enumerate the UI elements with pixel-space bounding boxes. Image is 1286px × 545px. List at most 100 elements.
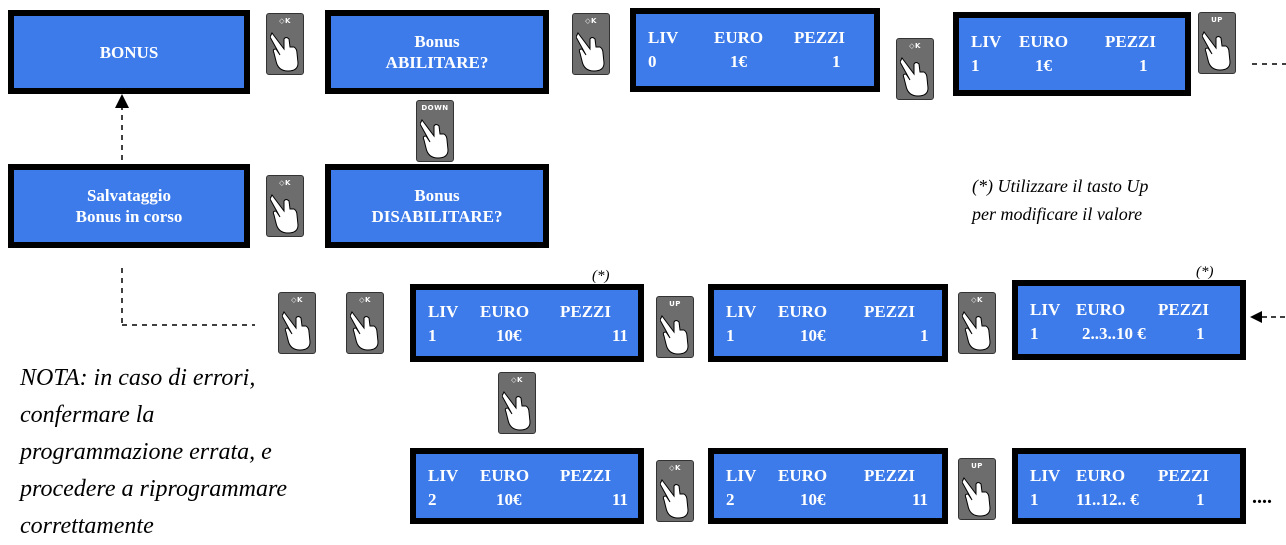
col-header-pezzi: PEZZI [864,466,916,485]
col-header-liv: LIV [428,466,459,485]
screen-level-1: LIV EURO PEZZI 1 1€ 1 [953,12,1191,96]
nota-line: confermare la [20,402,155,428]
screen-line: DISABILITARE? [371,207,503,226]
screen-level-1-euro-edit: LIV EURO PEZZI 1 2..3..10 € 1 [1012,280,1246,360]
key-label: ◇K [971,296,983,304]
screen-line: Bonus [414,186,460,205]
key-label: ◇K [585,17,597,25]
col-header-euro: EURO [1076,300,1126,319]
hint-line: per modificare il valore [972,204,1143,224]
value-euro: 10€ [800,326,826,345]
col-header-liv: LIV [1030,466,1061,485]
screen-salvataggio: Salvataggio Bonus in corso [8,164,250,248]
key-label: ◇K [291,296,303,304]
screen-line: Bonus [414,32,460,51]
col-header-pezzi: PEZZI [560,302,612,321]
value-pezzi: 1 [1196,490,1205,509]
col-header-pezzi: PEZZI [560,466,612,485]
hand-icon [962,311,991,351]
hint-note: (*) Utilizzare il tasto Up per modificar… [972,172,1148,228]
screen-level-2-b: LIV EURO PEZZI 2 10€ 11 [708,448,948,524]
value-pezzi: 11 [612,490,629,509]
value-pezzi: 1 [1139,56,1148,75]
col-header-pezzi: PEZZI [1105,32,1157,51]
ok-key[interactable]: ◇K [346,292,384,354]
screen-level-0: LIV EURO PEZZI 0 1€ 1 [630,8,880,92]
value-liv: 2 [428,490,437,509]
ok-key[interactable]: ◇K [498,372,536,434]
col-header-euro: EURO [778,302,828,321]
value-pezzi: 1 [920,326,929,345]
arrow-left-head [1250,311,1262,323]
hand-icon [420,119,449,159]
value-euro: 1€ [730,52,747,71]
ok-key[interactable]: ◇K [266,13,304,75]
hand-icon [270,32,299,72]
col-header-euro: EURO [480,466,530,485]
screen-line: Salvataggio [86,186,172,205]
key-label: ◇K [909,42,921,50]
arrow-up-head [115,94,129,108]
col-header-liv: LIV [726,302,757,321]
key-label: DOWN [421,104,449,112]
hand-icon [502,391,531,431]
col-header-pezzi: PEZZI [864,302,916,321]
col-header-liv: LIV [1030,300,1061,319]
hand-icon [1202,31,1231,71]
value-liv: 0 [648,52,657,71]
ok-key[interactable]: ◇K [896,38,934,100]
down-key[interactable]: DOWN [416,100,454,162]
nota-text: NOTA: in caso di errori, confermare la p… [20,360,287,545]
hand-icon [282,311,311,351]
screen-level-1-edit: LIV EURO PEZZI 1 10€ 11 [410,284,644,362]
value-pezzi: 11 [912,490,929,509]
asterisk-note: (*) [592,268,610,284]
ok-key[interactable]: ◇K [266,175,304,237]
value-liv: 1 [971,56,980,75]
nota-line: programmazione errata, e [20,439,272,465]
key-label: ◇K [279,17,291,25]
connector-lines [115,63,1286,326]
col-header-euro: EURO [778,466,828,485]
screen-abilitare: Bonus ABILITARE? [325,10,549,94]
col-header-euro: EURO [1019,32,1069,51]
ok-key[interactable]: ◇K [278,292,316,354]
up-key[interactable]: UP [1198,12,1236,74]
value-liv: 2 [726,490,735,509]
col-header-pezzi: PEZZI [1158,300,1210,319]
col-header-liv: LIV [726,466,757,485]
screen-level-1-euro-next: LIV EURO PEZZI 1 11..12.. € 1 [1012,448,1246,524]
col-header-pezzi: PEZZI [794,28,846,47]
col-header-euro: EURO [1076,466,1126,485]
hand-icon [660,479,689,519]
key-label: ◇K [511,376,523,384]
key-label: ◇K [279,179,291,187]
up-key[interactable]: UP [958,458,996,520]
key-label: UP [971,462,983,470]
nota-line: correttamente [20,513,154,539]
value-euro: 10€ [800,490,826,509]
continuation-ellipsis: .... [1252,486,1272,508]
hand-icon [900,57,929,97]
hand-icon [576,32,605,72]
up-key[interactable]: UP [656,296,694,358]
ok-key[interactable]: ◇K [958,292,996,354]
key-label: ◇K [669,464,681,472]
value-euro: 10€ [496,326,522,345]
col-header-liv: LIV [971,32,1002,51]
col-header-euro: EURO [714,28,764,47]
value-liv: 1 [1030,324,1039,343]
nota-line: procedere a riprogrammare [20,476,288,502]
hand-icon [350,311,379,351]
ok-key[interactable]: ◇K [572,13,610,75]
ok-key[interactable]: ◇K [656,460,694,522]
hand-icon [660,315,689,355]
key-label: UP [669,300,681,308]
key-label: ◇K [359,296,371,304]
value-liv: 1 [428,326,437,345]
nota-line: NOTA: in caso di errori, [20,365,256,391]
value-pezzi: 1 [832,52,841,71]
value-liv: 1 [1030,490,1039,509]
col-header-pezzi: PEZZI [1158,466,1210,485]
col-header-liv: LIV [648,28,679,47]
